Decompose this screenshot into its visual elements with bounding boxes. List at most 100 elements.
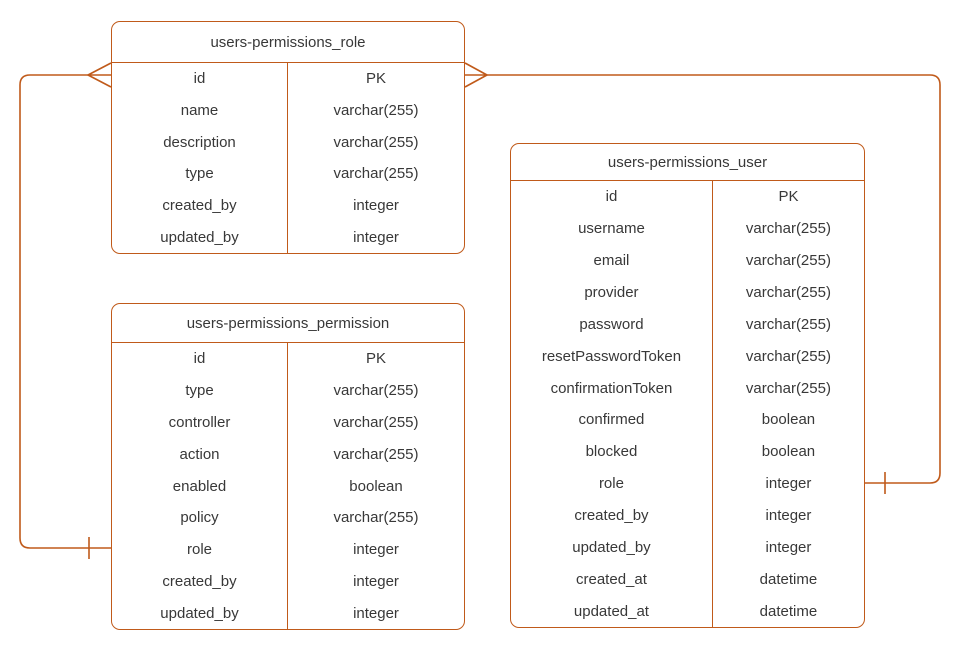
field-name: blocked bbox=[511, 435, 713, 468]
table-row: updated_by integer bbox=[112, 597, 464, 630]
field-name: created_by bbox=[511, 499, 713, 532]
field-type: integer bbox=[353, 197, 399, 215]
table-row: description varchar(255) bbox=[112, 126, 464, 159]
field-name: type bbox=[112, 158, 288, 190]
field-name: enabled bbox=[112, 470, 288, 502]
field-type: PK bbox=[365, 70, 386, 88]
table-row: updated_by integer bbox=[511, 531, 864, 564]
field-name: id bbox=[112, 343, 288, 375]
table-row: enabled boolean bbox=[112, 470, 464, 502]
field-name: confirmationToken bbox=[511, 372, 713, 405]
table-rows: id PK username varchar(255) email varchar(255… bbox=[511, 181, 864, 628]
table-row: password varchar(255) bbox=[511, 308, 864, 341]
table-row: created_by integer bbox=[112, 565, 464, 598]
field-type: integer bbox=[765, 538, 812, 556]
field-type: varchar(255) bbox=[745, 379, 831, 397]
table-row: type varchar(255) bbox=[112, 158, 464, 190]
field-type: varchar(255) bbox=[333, 413, 419, 431]
field-type: boolean bbox=[761, 443, 816, 461]
field-type: boolean bbox=[761, 411, 816, 429]
table-row: updated_at datetime bbox=[511, 595, 864, 628]
field-type: integer bbox=[353, 572, 399, 590]
field-name: controller bbox=[112, 406, 288, 439]
table-row: name varchar(255) bbox=[112, 94, 464, 127]
table-row: provider varchar(255) bbox=[511, 276, 864, 309]
crowsfoot-many-icon bbox=[87, 62, 112, 88]
field-type: datetime bbox=[759, 570, 818, 588]
field-type: varchar(255) bbox=[745, 315, 831, 333]
field-type: varchar(255) bbox=[745, 220, 831, 238]
field-name: updated_at bbox=[511, 595, 713, 628]
field-type: integer bbox=[765, 475, 812, 493]
table-row: role integer bbox=[112, 533, 464, 566]
table-row: updated_by integer bbox=[112, 221, 464, 254]
field-type: varchar(255) bbox=[333, 445, 419, 463]
field-type: PK bbox=[365, 350, 386, 368]
table-title: users-permissions_user bbox=[511, 144, 864, 181]
crowsfoot-many-icon bbox=[464, 62, 488, 88]
table-row: id PK bbox=[511, 181, 864, 213]
table-rows: id PK name varchar(255) description varchar(2… bbox=[112, 63, 464, 254]
field-type: integer bbox=[353, 604, 399, 622]
field-type: integer bbox=[353, 228, 399, 246]
field-name: created_by bbox=[112, 565, 288, 598]
relationship-line-role-user bbox=[487, 74, 941, 484]
relationship-role-user bbox=[464, 62, 941, 494]
field-name: policy bbox=[112, 501, 288, 534]
field-type: varchar(255) bbox=[333, 509, 419, 527]
table-row: policy varchar(255) bbox=[112, 501, 464, 534]
field-name: id bbox=[511, 181, 713, 213]
field-name: name bbox=[112, 94, 288, 127]
field-type: varchar(255) bbox=[745, 284, 831, 301]
field-type: varchar(255) bbox=[333, 382, 419, 400]
entity-table-users-permissions-user: users-permissions_user id PK username varch… bbox=[510, 143, 865, 628]
field-name: description bbox=[112, 126, 288, 159]
table-row: confirmationToken varchar(255) bbox=[511, 372, 864, 405]
field-type: varchar(255) bbox=[333, 102, 419, 119]
field-type: varchar(255) bbox=[745, 347, 831, 365]
field-name: password bbox=[511, 308, 713, 341]
field-name: provider bbox=[511, 276, 713, 309]
field-type: integer bbox=[765, 507, 812, 525]
field-name: email bbox=[511, 244, 713, 277]
field-name: action bbox=[112, 438, 288, 471]
table-title: users-permissions_role bbox=[112, 22, 464, 63]
field-name: created_by bbox=[112, 189, 288, 222]
field-type: boolean bbox=[349, 477, 403, 495]
field-name: confirmed bbox=[511, 404, 713, 436]
field-name: role bbox=[112, 533, 288, 566]
field-name: updated_by bbox=[511, 531, 713, 564]
field-name: updated_by bbox=[112, 597, 288, 630]
table-row: email varchar(255) bbox=[511, 244, 864, 277]
table-title: users-permissions_permission bbox=[112, 304, 464, 343]
table-row: action varchar(255) bbox=[112, 438, 464, 471]
relationship-line-role-permission bbox=[19, 74, 111, 549]
table-row: controller varchar(255) bbox=[112, 406, 464, 439]
entity-table-users-permissions-role: users-permissions_role id PK name varchar(2… bbox=[111, 21, 465, 254]
relationship-role-permission bbox=[19, 62, 112, 559]
field-type: varchar(255) bbox=[333, 165, 419, 183]
field-type: PK bbox=[778, 188, 799, 206]
table-row: username varchar(255) bbox=[511, 212, 864, 245]
table-row: confirmed boolean bbox=[511, 404, 864, 436]
table-row: created_by integer bbox=[511, 499, 864, 532]
table-row: created_by integer bbox=[112, 189, 464, 222]
table-row: id PK bbox=[112, 63, 464, 95]
field-type: integer bbox=[353, 541, 399, 559]
field-name: username bbox=[511, 212, 713, 245]
table-row: resetPasswordToken varchar(255) bbox=[511, 340, 864, 373]
table-row: id PK bbox=[112, 343, 464, 375]
field-type: datetime bbox=[759, 602, 818, 620]
field-name: id bbox=[112, 63, 288, 95]
field-name: resetPasswordToken bbox=[511, 340, 713, 373]
table-row: blocked boolean bbox=[511, 435, 864, 468]
field-type: varchar(255) bbox=[745, 252, 831, 270]
field-name: updated_by bbox=[112, 221, 288, 254]
field-type: varchar(255) bbox=[333, 133, 419, 151]
